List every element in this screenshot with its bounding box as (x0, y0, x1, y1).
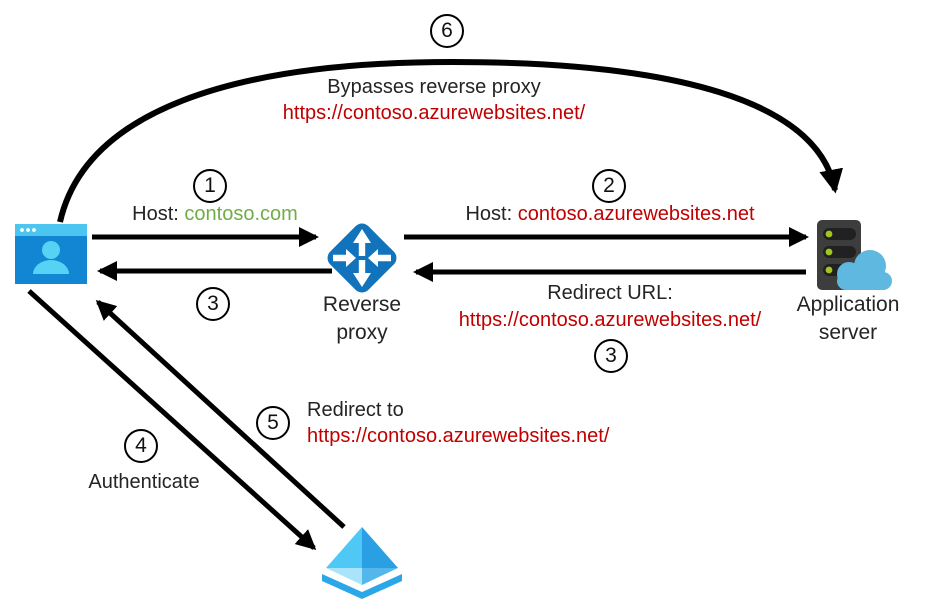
step-number: 2 (603, 174, 615, 197)
step-number: 3 (605, 344, 617, 367)
step-badge-5: 5 (256, 406, 290, 440)
router-arrows (333, 229, 391, 287)
azure-ad-icon (322, 527, 402, 599)
step2-label: Host: contoso.azurewebsites.net (465, 202, 754, 226)
pyramid-base-rim (322, 574, 402, 599)
application-server-label-line2: server (818, 321, 878, 344)
pyramid-face-lower-left (326, 568, 362, 585)
user-silhouette-icon (33, 241, 69, 274)
step-badge-2: 2 (592, 169, 626, 203)
step-badge-1: 1 (193, 169, 227, 203)
step3-redirect-url: https://contoso.azurewebsites.net/ (458, 309, 762, 331)
step-number: 5 (267, 411, 279, 434)
step1-host-value: contoso.com (184, 203, 298, 225)
step6-bypass-title: Bypasses reverse proxy (327, 76, 541, 98)
step5-redirect-url: https://contoso.azurewebsites.net/ (307, 425, 610, 447)
step2-host-value: contoso.azurewebsites.net (517, 203, 755, 225)
pyramid-face-lower-right (362, 568, 398, 585)
step-number: 1 (204, 174, 216, 197)
step1-host-prefix: Host: (132, 203, 185, 225)
server-cloud-icon (817, 220, 892, 290)
step1-label: Host: contoso.com (132, 202, 298, 226)
step6-bypass-url: https://contoso.azurewebsites.net/ (282, 102, 586, 124)
application-server-label-line1: Application (796, 293, 900, 316)
step-number: 3 (207, 292, 219, 315)
server-leds (825, 230, 833, 274)
step-badge-4: 4 (124, 429, 158, 463)
step-badge-3-proxy: 3 (594, 339, 628, 373)
router-diamond (327, 223, 397, 293)
step-number: 6 (441, 19, 453, 42)
browser-user-icon (15, 224, 87, 284)
step2-host-prefix: Host: (465, 203, 518, 225)
step-number: 4 (135, 434, 147, 457)
cloud-icon (837, 250, 892, 290)
reverse-proxy-label: Reverse proxy (323, 291, 401, 347)
browser-titlebar-dots (20, 228, 36, 232)
pyramid-face-upper-right (362, 527, 398, 568)
browser-titlebar (15, 224, 87, 236)
step3-redirect-title: Redirect URL: (547, 282, 673, 304)
reverse-proxy-label-line2: proxy (336, 321, 388, 344)
step-badge-6: 6 (430, 14, 464, 48)
application-server-label: Application server (797, 291, 900, 347)
reverse-proxy-label-line1: Reverse (322, 293, 402, 316)
pyramid-face-upper-left (326, 527, 362, 568)
step-badge-3-client: 3 (196, 287, 230, 321)
step4-authenticate-label: Authenticate (88, 471, 200, 493)
router-icon (327, 223, 397, 293)
step5-redirect-title: Redirect to (307, 399, 404, 421)
